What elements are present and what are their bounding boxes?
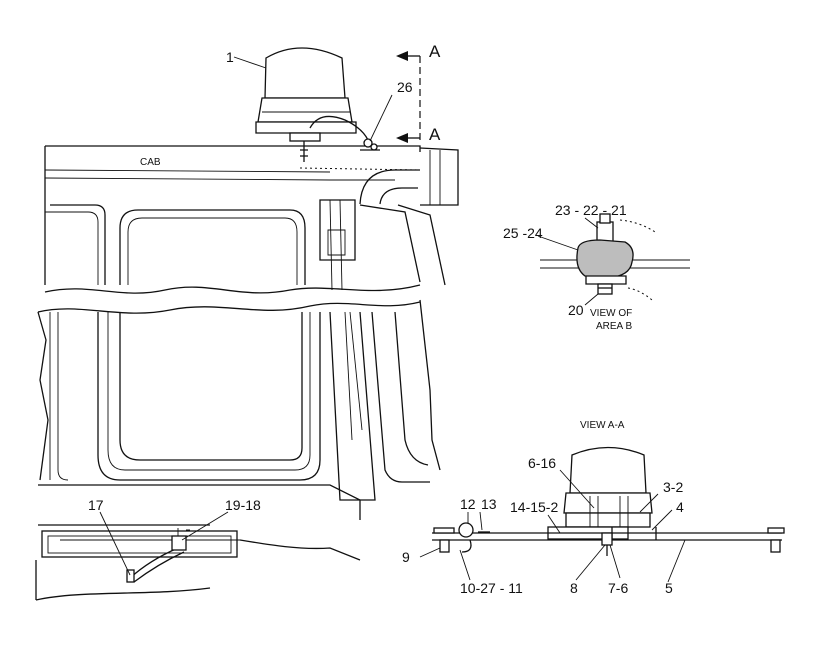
callout-8: 8	[570, 580, 578, 596]
callout-17: 17	[88, 497, 104, 513]
callout-4: 4	[676, 499, 684, 515]
section-a-label-top: A	[429, 42, 441, 61]
callout-9: 9	[402, 549, 410, 565]
callout-10-27-11: 10-27 - 11	[460, 580, 523, 596]
callout-13: 13	[481, 496, 497, 512]
section-a-label-bottom: A	[429, 125, 441, 144]
cab-label: CAB	[140, 157, 161, 168]
beacon-lamp	[255, 47, 380, 162]
callout-6-16: 6-16	[528, 455, 556, 471]
callout-5: 5	[665, 580, 673, 596]
view-of-area-b-line1: VIEW OF	[590, 308, 632, 319]
view-aa-detail	[432, 446, 785, 556]
callout-7-6: 7-6	[608, 580, 628, 596]
callout-3-2: 3-2	[663, 479, 683, 495]
section-a-marker	[396, 51, 421, 143]
cab-structure	[35, 145, 459, 601]
callout-14-15-2: 14-15-2	[510, 499, 558, 515]
callout-12: 12	[460, 496, 476, 512]
callout-19-18: 19-18	[225, 497, 261, 513]
callout-26: 26	[397, 79, 413, 95]
leader-lines	[99, 56, 686, 583]
callout-20: 20	[568, 302, 584, 318]
view-aa-label: VIEW A-A	[580, 420, 625, 431]
callout-1: 1	[226, 49, 234, 65]
area-b-detail	[540, 213, 690, 301]
callout-25-24: 25 -24	[503, 225, 543, 241]
callout-23-22-21: 23 - 22 - 21	[555, 202, 627, 218]
view-of-area-b-line2: AREA B	[596, 321, 632, 332]
